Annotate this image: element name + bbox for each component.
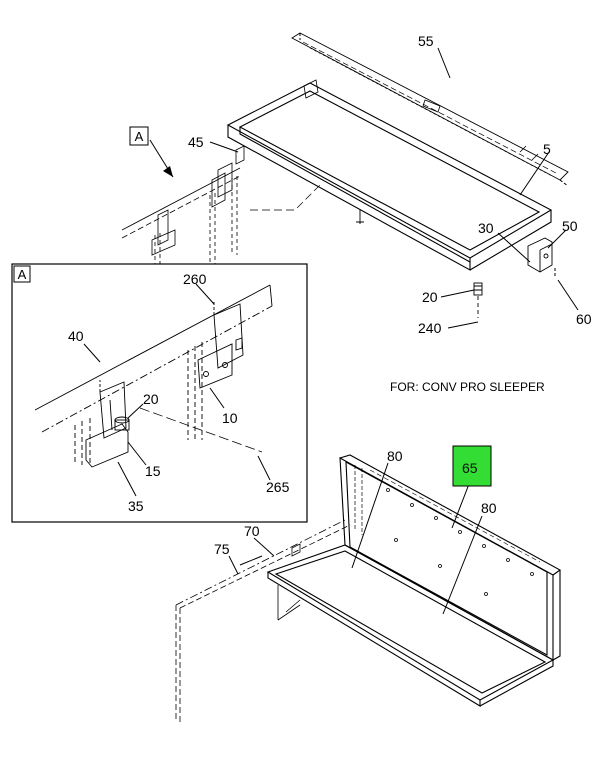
top-leaders: [149, 47, 579, 329]
callout-15: 15: [145, 463, 161, 479]
callout-35: 35: [128, 498, 144, 514]
fastener-20: [473, 282, 483, 318]
detail-rail-assembly: [34, 284, 273, 468]
callout-10: 10: [222, 410, 238, 426]
callout-260: 260: [183, 271, 207, 287]
callout-45: 45: [188, 134, 204, 150]
callout-50: 50: [562, 218, 578, 234]
right-bracket: [527, 237, 553, 273]
callout-40: 40: [68, 328, 84, 344]
callout-5: 5: [543, 141, 551, 157]
callout-65: 65: [462, 460, 478, 476]
view-ref-a-detail-label: A: [18, 267, 27, 282]
callout-20-detail: 20: [143, 391, 159, 407]
callout-80-left: 80: [387, 448, 403, 464]
seat-tray: [266, 544, 555, 707]
callout-55: 55: [418, 33, 434, 49]
callout-75: 75: [214, 541, 230, 557]
bunk-frame: [226, 79, 553, 271]
callout-20: 20: [422, 289, 438, 305]
bottom-assembly: [175, 454, 562, 722]
mounting-rail-70-75: [175, 519, 351, 722]
detail-leaders: [83, 283, 271, 497]
view-arrow: [163, 166, 173, 177]
highlight-box-65: [452, 445, 492, 487]
back-panel: [339, 454, 562, 661]
view-ref-a-main-label: A: [135, 129, 144, 144]
callout-70: 70: [244, 523, 260, 539]
callout-265: 265: [266, 479, 290, 495]
callout-240: 240: [418, 320, 442, 336]
callout-labels: 55 45 5 50 30 20 240 60 260 40 20 10 15 …: [68, 33, 592, 557]
callout-60: 60: [576, 311, 592, 327]
left-wall-rails: [121, 145, 245, 270]
callout-80-right: 80: [481, 500, 497, 516]
wall-panel-strip: [291, 32, 569, 187]
bottom-leaders: [228, 462, 483, 615]
detail-a-box: A: [11, 263, 308, 523]
sleeper-note: FOR: CONV PRO SLEEPER: [390, 380, 545, 394]
view-ref-a-main: A: [129, 126, 149, 146]
top-assembly: [121, 32, 569, 318]
callout-30: 30: [478, 220, 494, 236]
